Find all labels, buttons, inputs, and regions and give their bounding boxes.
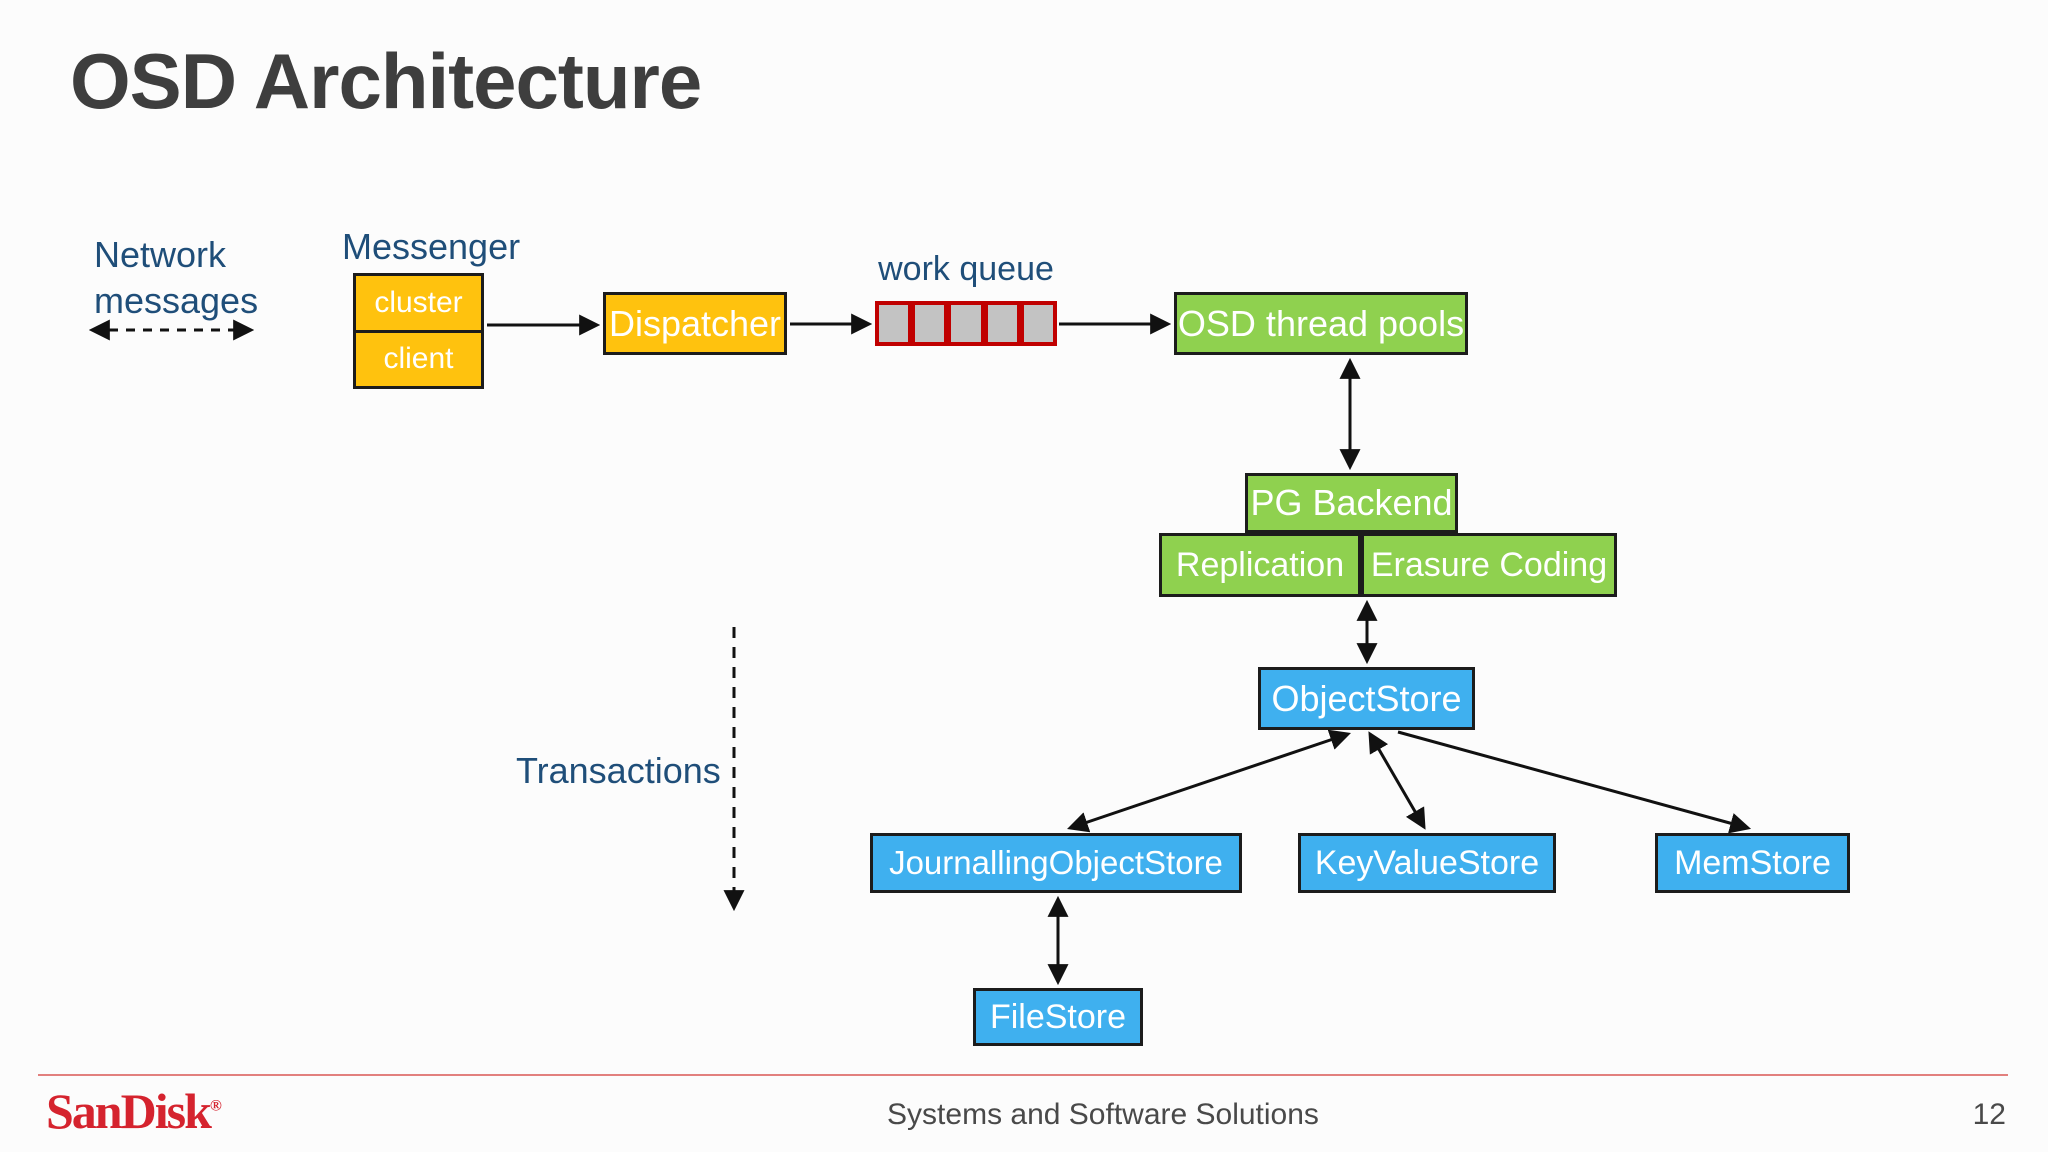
journalling-object-store-node: JournallingObjectStore (870, 833, 1242, 893)
objectstore-to-memstore-arrow (1397, 730, 1752, 834)
work-queue-label: work queue (878, 250, 1054, 288)
work-queue-cell (951, 305, 981, 342)
messenger-label: Messenger (342, 226, 521, 267)
objectstore-to-keyvalue-arrow (1368, 731, 1426, 830)
transactions-label: Transactions (516, 750, 721, 791)
network-messages-label: Network messages (94, 232, 258, 324)
work-queue-cell (915, 305, 945, 342)
objectstore-to-journalling-arrow (1067, 729, 1351, 833)
cluster-node: cluster (374, 285, 463, 319)
page-title: OSD Architecture (70, 37, 702, 125)
dispatcher-node: Dispatcher (603, 292, 787, 355)
mem-store-node: MemStore (1655, 833, 1850, 893)
work-queue-cell (879, 305, 909, 342)
sandisk-logo: SanDisk® (46, 1086, 222, 1136)
sandisk-logo-text: SanDisk (46, 1083, 212, 1139)
registered-mark: ® (209, 1097, 222, 1115)
network-messages-line1: Network (94, 234, 227, 275)
footer-divider (38, 1074, 2008, 1076)
client-node: client (356, 329, 481, 387)
network-messages-line2: messages (94, 280, 259, 322)
work-queue-cell (987, 305, 1017, 342)
osd-thread-pools-node: OSD thread pools (1174, 292, 1468, 355)
object-store-node: ObjectStore (1258, 667, 1475, 730)
file-store-node: FileStore (973, 988, 1143, 1046)
messenger-node: cluster client (353, 273, 484, 389)
work-queue-cell (1023, 305, 1054, 342)
key-value-store-node: KeyValueStore (1298, 833, 1556, 893)
page-number: 12 (1972, 1098, 2006, 1131)
replication-node: Replication (1159, 533, 1361, 597)
footer-center-text: Systems and Software Solutions (887, 1098, 1319, 1131)
pg-backend-node: PG Backend (1245, 473, 1458, 533)
erasure-coding-node: Erasure Coding (1361, 533, 1617, 597)
work-queue-box (875, 301, 1057, 346)
